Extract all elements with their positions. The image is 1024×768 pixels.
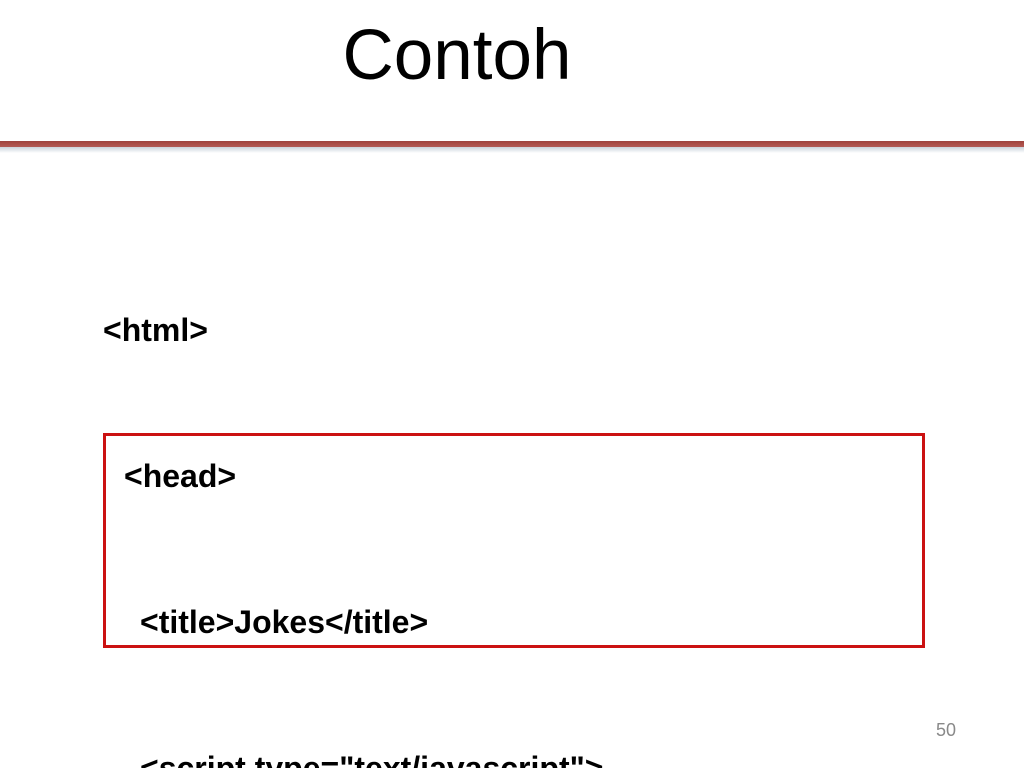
- code-block: <html> <head> <title>Jokes</title> <scri…: [103, 220, 603, 768]
- title-divider-shadow: [0, 147, 1024, 153]
- page-number: 50: [936, 720, 957, 740]
- script-highlight-box: [103, 433, 925, 648]
- title-divider-line: [0, 141, 1024, 147]
- code-line-script-open: <script type="text/javascript">: [140, 750, 604, 768]
- code-line-html-open: <html>: [103, 312, 208, 348]
- code-line-title-tag: <title>Jokes</title>: [140, 604, 429, 640]
- slide-title: Contoh: [342, 16, 572, 95]
- code-line-head-open: <head>: [124, 458, 237, 494]
